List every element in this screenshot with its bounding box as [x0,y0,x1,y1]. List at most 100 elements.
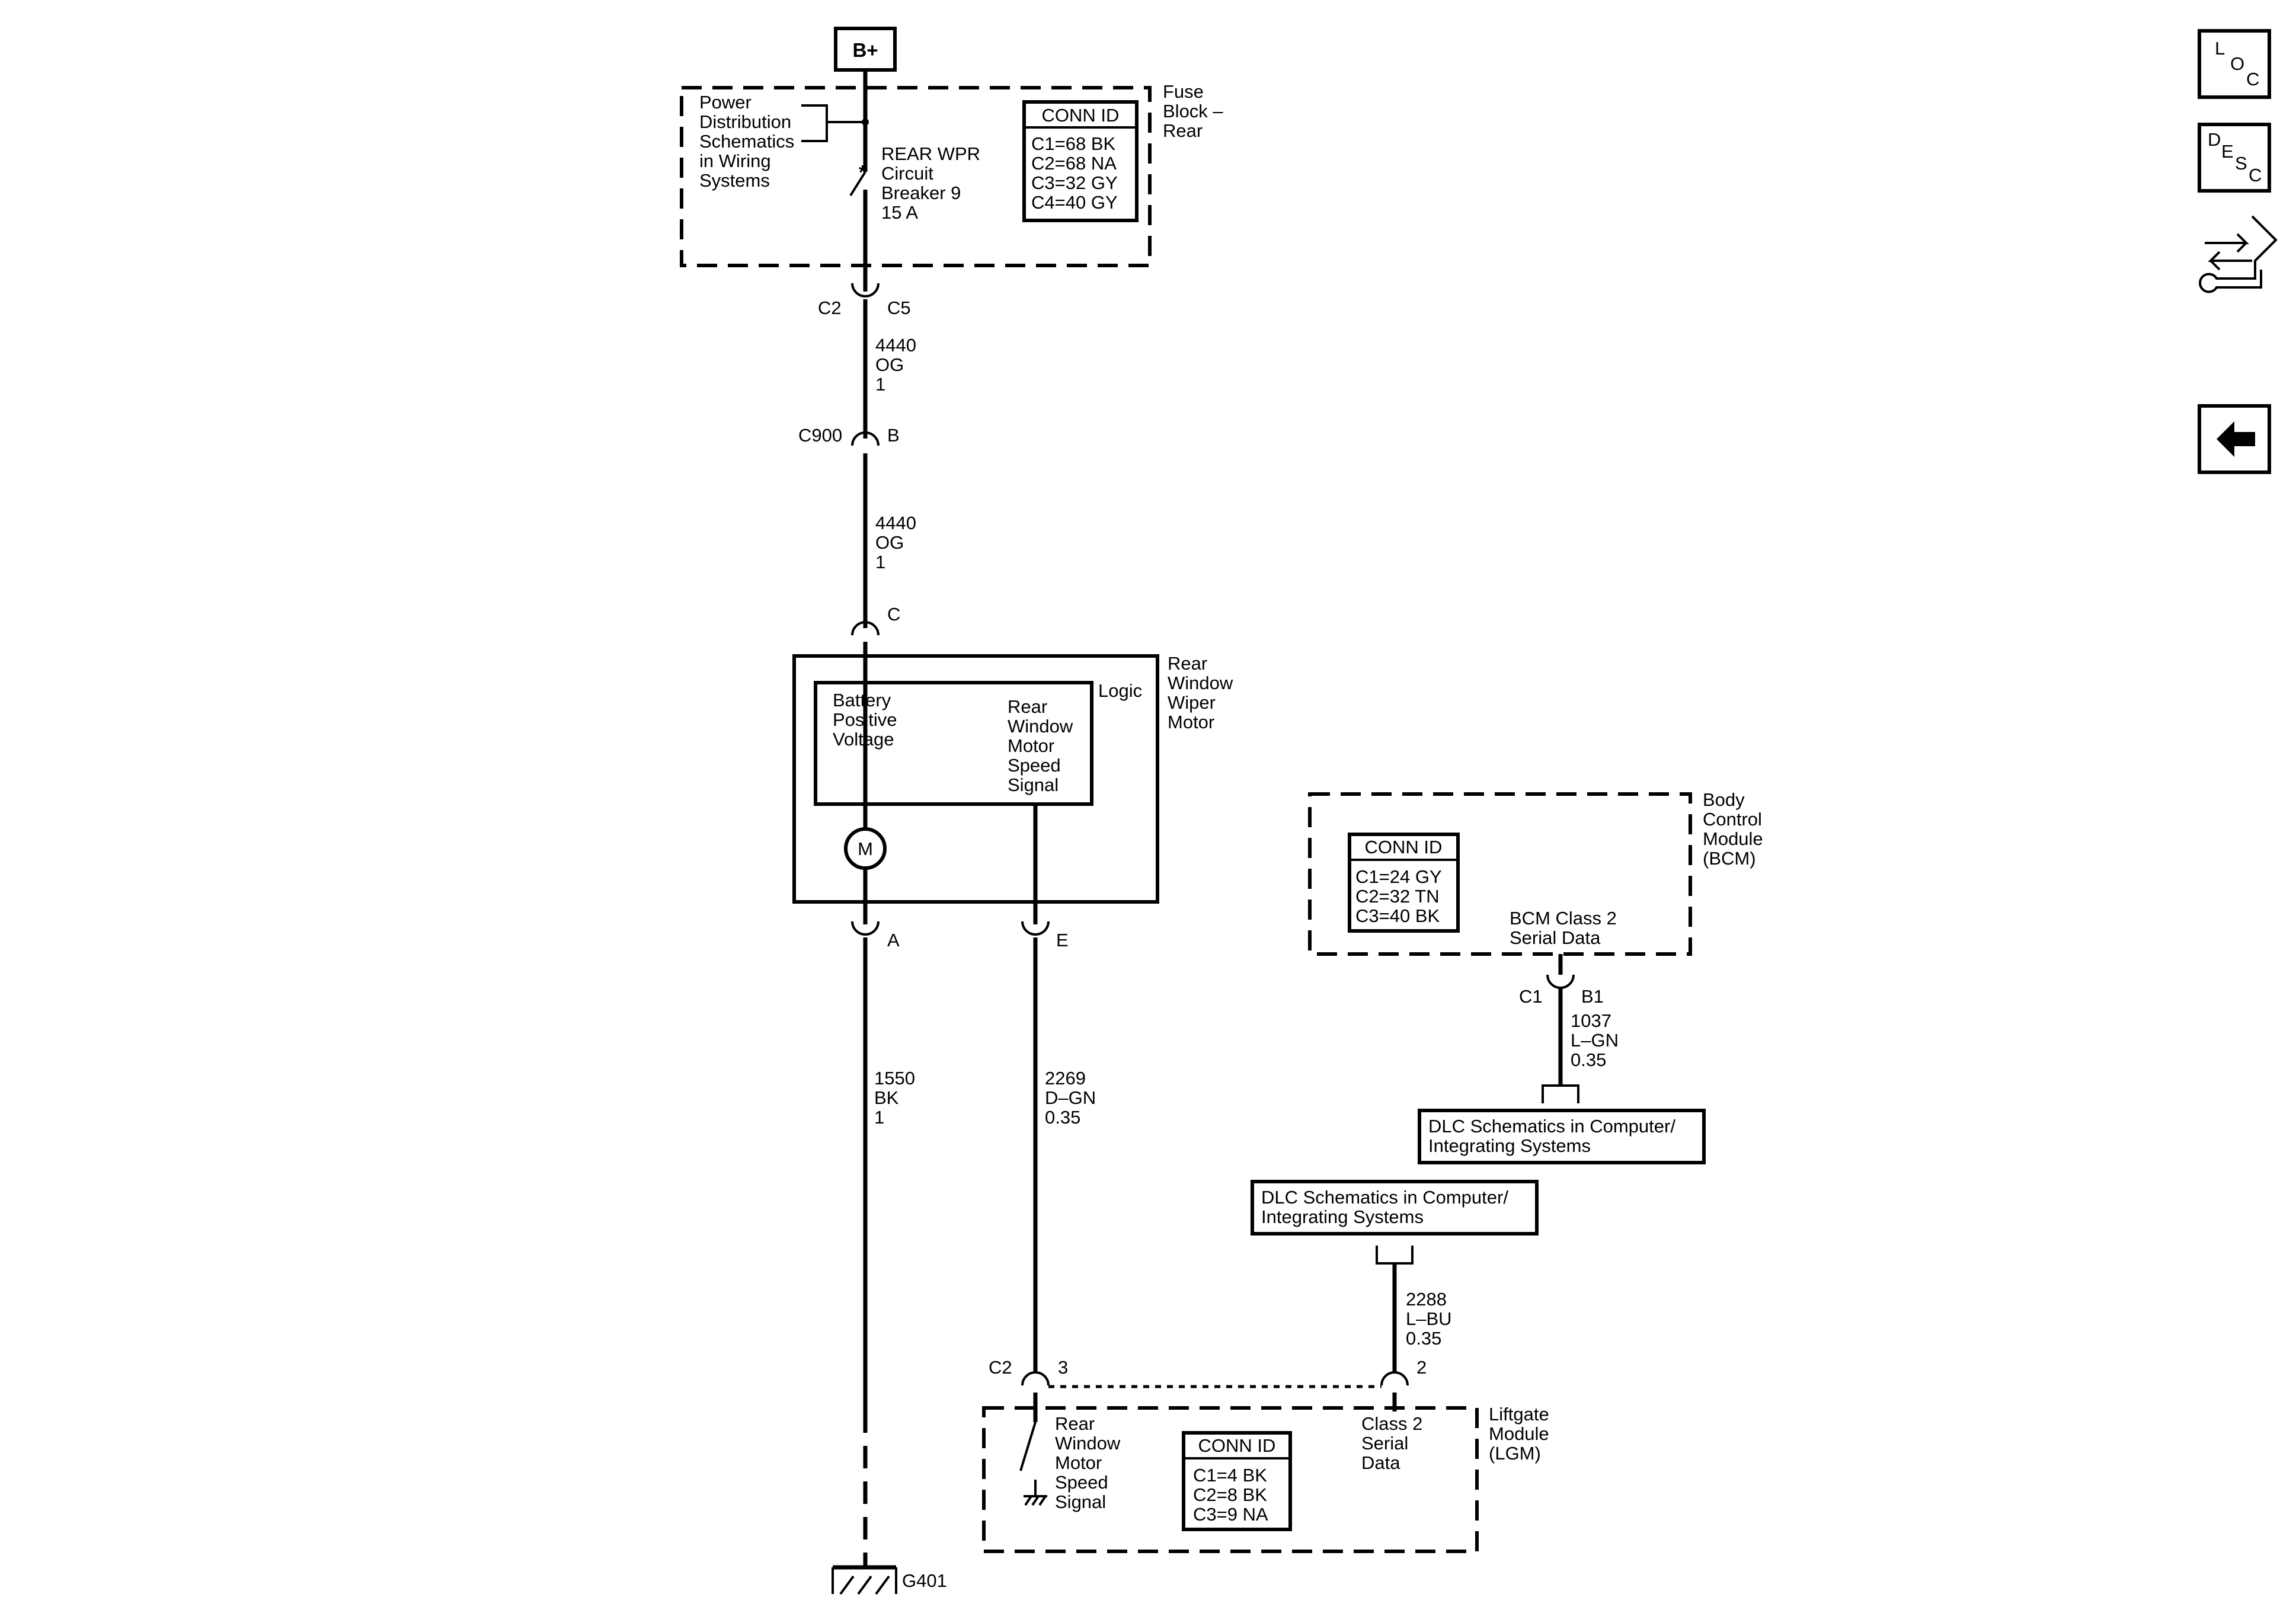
motor-name-2: Window [1168,673,1233,693]
bcm-conn-row-2: C2=32 TN [1355,886,1440,907]
lgm-conn-row-1: C1=4 BK [1193,1465,1267,1486]
motor-speed-3: Motor [1008,735,1054,756]
power-wire-path [851,70,880,806]
connector-tool-icon[interactable] [2199,215,2278,293]
battery-label: B+ [852,39,878,61]
conn-signal-pin: E [1056,930,1069,950]
bcm-name-2: Control [1703,809,1762,830]
wire-w2-2: OG [875,532,904,553]
motor-speed-2: Window [1008,716,1073,737]
conn-motor-in: C [887,604,900,625]
bcm-name-1: Body [1703,789,1745,810]
bcm-data-2: Serial Data [1510,927,1601,948]
fuse-conn-row-2: C2=68 NA [1031,153,1117,174]
conn-lgm-data: 2 [1416,1357,1427,1378]
battery-voltage-1: Battery [833,690,891,710]
lgm-conn-row-2: C2=8 BK [1193,1484,1267,1505]
wire-w1-3: 1 [875,374,885,395]
lgm-data-2: Serial [1361,1433,1408,1454]
lgm-speed-5: Signal [1055,1491,1106,1512]
motor-name-4: Motor [1168,712,1214,732]
liftgate-module: Liftgate Module (LGM) Rear Window Motor … [982,1393,1549,1553]
bcm-name-3: Module [1703,828,1763,849]
bcm-conn-title: CONN ID [1365,837,1443,857]
conn-lgm-signal-right: 3 [1058,1357,1068,1378]
conn-bcm-left: C1 [1519,986,1543,1007]
back-arrow-icon[interactable] [2198,404,2271,474]
wire-w1-1: 4440 [875,335,916,356]
conn-bcm-right: B1 [1581,986,1604,1007]
fuse-conn-title: CONN ID [1042,105,1120,126]
conn-fuse-left: C2 [818,297,842,318]
desc-letter-c: C [2249,165,2262,185]
bcm-conn-row-1: C1=24 GY [1355,866,1442,887]
bcm-data-1: BCM Class 2 [1510,908,1617,929]
wire-ground-3: 1 [874,1107,884,1128]
power-distribution-note: Power Distribution Schematics in Wiring … [699,92,869,191]
battery-source: B+ [834,27,897,72]
motor-name-3: Wiper [1168,692,1216,713]
fuse-block-name-3: Rear [1163,120,1203,141]
rear-wiper-motor: Rear Window Wiper Motor Logic Battery Po… [792,653,1233,904]
lgm-data-1: Class 2 [1361,1413,1422,1434]
wire-lgm-data-2: L–BU [1406,1308,1452,1329]
dlc-lower-1: DLC Schematics in Computer/ [1261,1187,1508,1208]
wire-lgm-data-1: 2288 [1406,1289,1447,1310]
desc-button[interactable]: D E S C [2198,123,2271,193]
wire-bcm-1: 1037 [1571,1010,1611,1031]
lgm-name-1: Liftgate [1489,1404,1549,1425]
motor-speed-1: Rear [1008,696,1047,717]
dlc-upper-1: DLC Schematics in Computer/ [1428,1116,1675,1137]
ground-g401: G401 [832,1565,947,1595]
dlc-lower-reference[interactable]: DLC Schematics in Computer/ Integrating … [1251,1180,1539,1235]
battery-voltage-2: Positive [833,709,897,730]
motor-speed-5: Signal [1008,774,1059,795]
fuse-block-name-2: Block – [1163,101,1223,121]
wire-ground-1: 1550 [874,1068,915,1089]
fuse-conn-row-4: C4=40 GY [1031,192,1118,213]
desc-letter-e: E [2221,141,2234,162]
fuse-conn-row-3: C3=32 GY [1031,172,1118,193]
breaker-line-1: REAR WPR [881,143,980,164]
loc-letter-l: L [2215,38,2225,59]
dlc-upper-reference[interactable]: DLC Schematics in Computer/ Integrating … [1418,1109,1706,1164]
lgm-name-3: (LGM) [1489,1443,1541,1464]
wire-signal-2: D–GN [1045,1087,1096,1108]
conn-inline-right: B [887,425,900,446]
battery-voltage-3: Voltage [833,729,894,750]
wire-w2-1: 4440 [875,513,916,533]
conn-fuse-right: C5 [887,297,911,318]
lgm-conn-row-3: C3=9 NA [1193,1504,1268,1525]
conn-inline-left: C900 [798,425,842,446]
lgm-name-2: Module [1489,1423,1549,1444]
bcm-conn-row-3: C3=40 BK [1355,905,1440,926]
pd-line-1: Power [699,92,752,113]
breaker-line-4: 15 A [881,202,918,223]
lgm-speed-switch [1019,1393,1047,1506]
motor-symbol: M [844,827,887,870]
wire-w2-3: 1 [875,552,885,572]
motor-speed-4: Speed [1008,755,1061,776]
pd-line-5: Systems [699,170,770,191]
bcm-conn-id: CONN ID C1=24 GY C2=32 TN C3=40 BK [1348,833,1460,933]
ground-label: G401 [902,1570,947,1591]
wire-bcm-2: L–GN [1571,1030,1619,1051]
pd-line-4: in Wiring [699,151,771,171]
desc-letter-d: D [2208,129,2221,150]
body-control-module: Body Control Module (BCM) CONN ID C1=24 … [1308,789,1763,956]
wire-signal-1: 2269 [1045,1068,1086,1089]
logic-label: Logic [1098,680,1142,701]
lgm-conn-id: CONN ID C1=4 BK C2=8 BK C3=9 NA [1182,1431,1292,1531]
pd-line-3: Schematics [699,131,794,152]
wire-bcm-3: 0.35 [1571,1049,1606,1070]
pd-line-2: Distribution [699,111,791,132]
lgm-speed-2: Window [1055,1433,1121,1454]
wire-w1-2: OG [875,354,904,375]
dlc-lower-2: Integrating Systems [1261,1206,1424,1227]
fuse-conn-row-1: C1=68 BK [1031,133,1116,154]
loc-button[interactable]: L O C [2198,29,2271,99]
conn-lgm-signal-left: C2 [989,1357,1012,1378]
wire-lgm-data-3: 0.35 [1406,1328,1441,1349]
motor-symbol-label: M [858,838,873,859]
